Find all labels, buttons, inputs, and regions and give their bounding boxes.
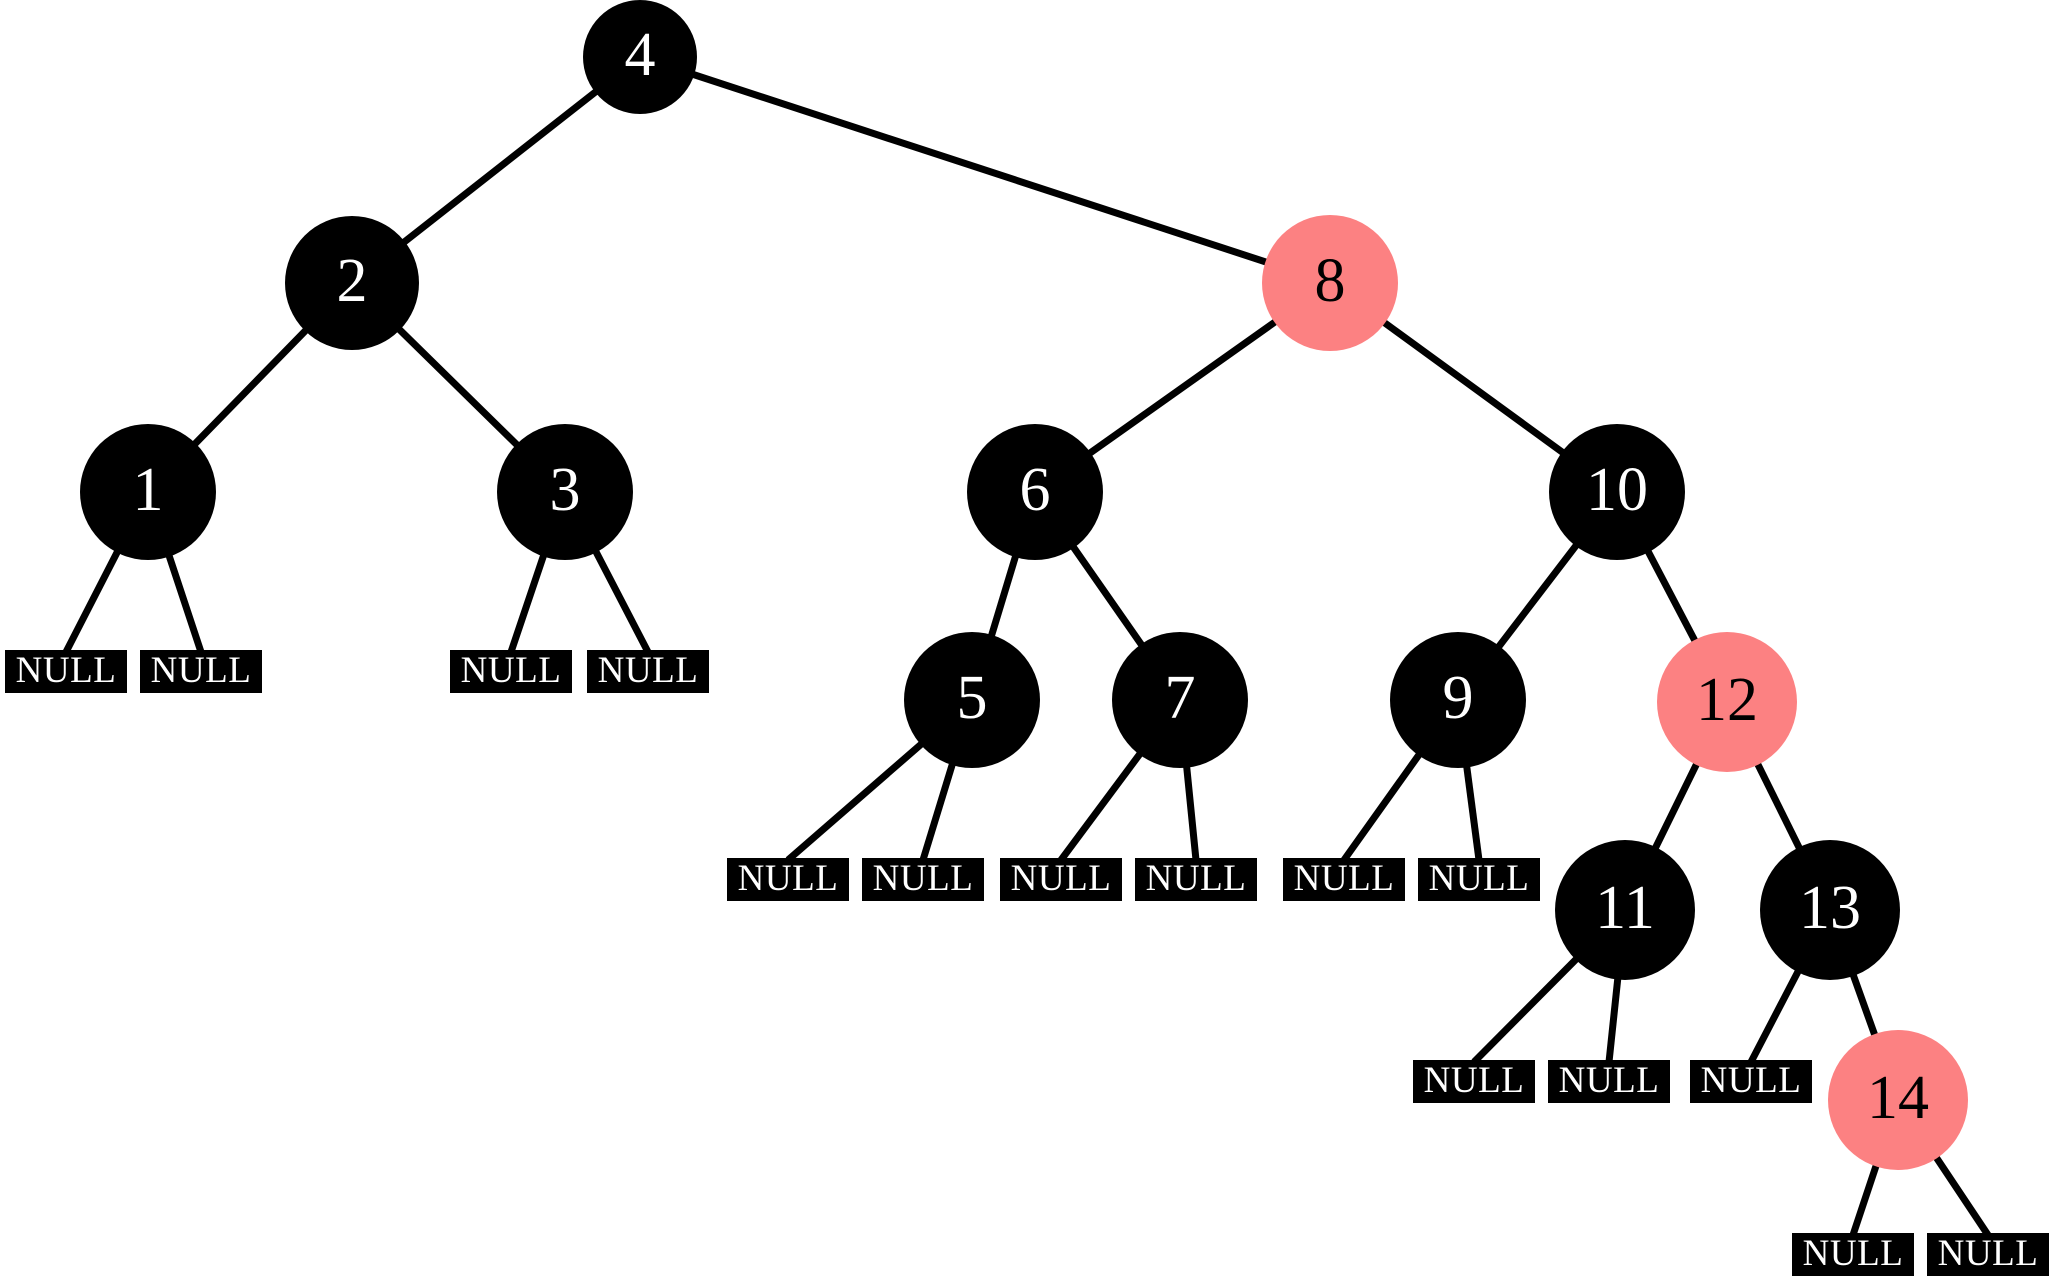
tree-nil-leaf: NULL bbox=[1690, 1060, 1812, 1103]
tree-node-label: 4 bbox=[624, 21, 656, 89]
tree-node-label: 8 bbox=[1314, 247, 1346, 315]
tree-node-8[interactable]: 8 bbox=[1262, 215, 1398, 351]
tree-node-2[interactable]: 2 bbox=[285, 216, 419, 350]
tree-edge-n4-n8 bbox=[638, 53, 1332, 287]
tree-nil-leaf: NULL bbox=[1000, 858, 1122, 901]
tree-node-label: 11 bbox=[1595, 874, 1655, 942]
tree-nil-leaf: NULL bbox=[727, 858, 849, 901]
tree-nil-leaf: NULL bbox=[140, 650, 262, 693]
tree-nil-leaf: NULL bbox=[1413, 1060, 1535, 1103]
tree-node-3[interactable]: 3 bbox=[497, 424, 633, 560]
tree-node-label: 10 bbox=[1586, 456, 1648, 524]
tree-node-label: 13 bbox=[1799, 874, 1861, 942]
tree-node-4[interactable]: 4 bbox=[583, 0, 697, 114]
tree-nil-label: NULL bbox=[1145, 858, 1247, 899]
tree-nil-label: NULL bbox=[1700, 1060, 1802, 1101]
tree-node-label: 9 bbox=[1442, 664, 1474, 732]
tree-nil-label: NULL bbox=[460, 650, 562, 691]
tree-nil-leaf: NULL bbox=[1548, 1060, 1670, 1103]
tree-nil-label: NULL bbox=[872, 858, 974, 899]
tree-nil-leaf: NULL bbox=[1283, 858, 1405, 901]
tree-node-1[interactable]: 1 bbox=[80, 424, 216, 560]
tree-nil-label: NULL bbox=[150, 650, 252, 691]
tree-node-9[interactable]: 9 bbox=[1390, 632, 1526, 768]
tree-nil-leaf: NULL bbox=[1418, 858, 1540, 901]
tree-nil-label: NULL bbox=[737, 858, 839, 899]
tree-node-label: 1 bbox=[132, 456, 164, 524]
tree-nil-leaf: NULL bbox=[1927, 1233, 2049, 1276]
tree-node-label: 7 bbox=[1164, 664, 1196, 732]
tree-node-10[interactable]: 10 bbox=[1549, 424, 1685, 560]
tree-nil-leaf: NULL bbox=[587, 650, 709, 693]
tree-nil-label: NULL bbox=[15, 650, 117, 691]
tree-node-label: 6 bbox=[1019, 456, 1051, 524]
tree-nil-leaf: NULL bbox=[1792, 1233, 1914, 1276]
tree-nil-label: NULL bbox=[1802, 1233, 1904, 1274]
tree-node-label: 12 bbox=[1696, 666, 1758, 734]
tree-nil-label: NULL bbox=[1937, 1233, 2039, 1274]
tree-node-7[interactable]: 7 bbox=[1112, 632, 1248, 768]
tree-nil-label: NULL bbox=[1423, 1060, 1525, 1101]
tree-node-14[interactable]: 14 bbox=[1828, 1030, 1968, 1170]
tree-nil-label: NULL bbox=[597, 650, 699, 691]
tree-nil-label: NULL bbox=[1293, 858, 1395, 899]
tree-node-label: 5 bbox=[956, 664, 988, 732]
tree-nil-leaf: NULL bbox=[862, 858, 984, 901]
tree-node-label: 14 bbox=[1867, 1064, 1929, 1132]
tree-node-6[interactable]: 6 bbox=[967, 424, 1103, 560]
tree-node-label: 2 bbox=[336, 247, 368, 315]
tree-nil-label: NULL bbox=[1428, 858, 1530, 899]
tree-nil-leaf: NULL bbox=[1135, 858, 1257, 901]
tree-node-11[interactable]: 11 bbox=[1555, 840, 1695, 980]
tree-node-5[interactable]: 5 bbox=[904, 632, 1040, 768]
tree-node-13[interactable]: 13 bbox=[1760, 840, 1900, 980]
tree-nil-leaf: NULL bbox=[5, 650, 127, 693]
tree-nil-label: NULL bbox=[1558, 1060, 1660, 1101]
tree-nil-label: NULL bbox=[1010, 858, 1112, 899]
tree-node-12[interactable]: 12 bbox=[1657, 632, 1797, 772]
tree-nil-leaf: NULL bbox=[450, 650, 572, 693]
tree-node-label: 3 bbox=[549, 456, 581, 524]
